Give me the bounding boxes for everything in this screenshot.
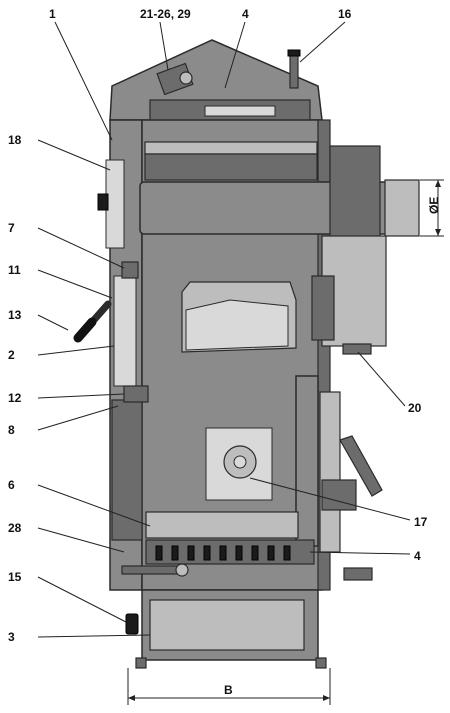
label-dim-e: ØE — [427, 197, 441, 214]
combustion-chamber-inner — [185, 299, 289, 351]
boiler-body — [73, 39, 420, 669]
middle-door — [113, 275, 137, 387]
right-foot — [315, 657, 327, 669]
label-18: 18 — [8, 133, 22, 147]
fitting-7 — [121, 261, 139, 279]
label-1: 1 — [49, 7, 56, 21]
fireclay-bricks — [145, 511, 299, 539]
label-4-bottom: 4 — [414, 549, 421, 563]
grate-lever-knob — [175, 563, 189, 577]
dimension-e — [420, 179, 444, 237]
label-15: 15 — [8, 570, 22, 584]
grate-bars — [155, 545, 291, 561]
label-28: 28 — [8, 521, 22, 535]
inspection-port-center — [233, 455, 247, 469]
water-connection — [343, 567, 373, 581]
label-8: 8 — [8, 423, 15, 437]
flue-pipe-end — [384, 179, 420, 237]
ash-chamber-wall — [295, 375, 319, 547]
fitting-12 — [123, 385, 149, 403]
upper-door — [105, 159, 125, 249]
door-lever-grip — [73, 317, 97, 343]
dimension-b — [127, 668, 331, 705]
left-foot — [135, 657, 147, 669]
label-6: 6 — [8, 478, 15, 492]
secondary-air-channel — [311, 275, 335, 341]
terminal-strip — [204, 105, 276, 117]
upper-door-knob — [97, 193, 109, 211]
ash-door-handle — [125, 613, 139, 635]
upper-chamber-frame — [144, 141, 318, 155]
label-dim-b: B — [224, 683, 233, 697]
labels: 1 21-26, 29 4 16 18 7 11 13 2 12 8 6 28 … — [8, 7, 441, 697]
leader-lines — [37, 21, 411, 638]
control-knob — [179, 71, 193, 85]
lower-door-frame — [111, 399, 143, 541]
label-4-top: 4 — [242, 7, 249, 21]
label-2: 2 — [8, 348, 15, 362]
right-lower-panel — [319, 391, 341, 553]
grate-lever — [121, 565, 185, 575]
ash-box-front — [149, 599, 305, 651]
label-13: 13 — [8, 308, 22, 322]
label-3: 3 — [8, 630, 15, 644]
label-7: 7 — [8, 221, 15, 235]
upper-chamber — [144, 153, 318, 181]
label-11: 11 — [8, 263, 21, 277]
component-20 — [342, 343, 372, 355]
label-20: 20 — [408, 401, 422, 415]
label-12: 12 — [8, 391, 22, 405]
label-16: 16 — [338, 7, 352, 21]
right-fitting — [321, 479, 357, 511]
top-pipe-cap — [287, 49, 301, 57]
top-pipe-16 — [289, 51, 299, 89]
label-21-26-29: 21-26, 29 — [140, 7, 191, 21]
right-fitting-handle — [339, 435, 383, 497]
label-17: 17 — [414, 515, 428, 529]
